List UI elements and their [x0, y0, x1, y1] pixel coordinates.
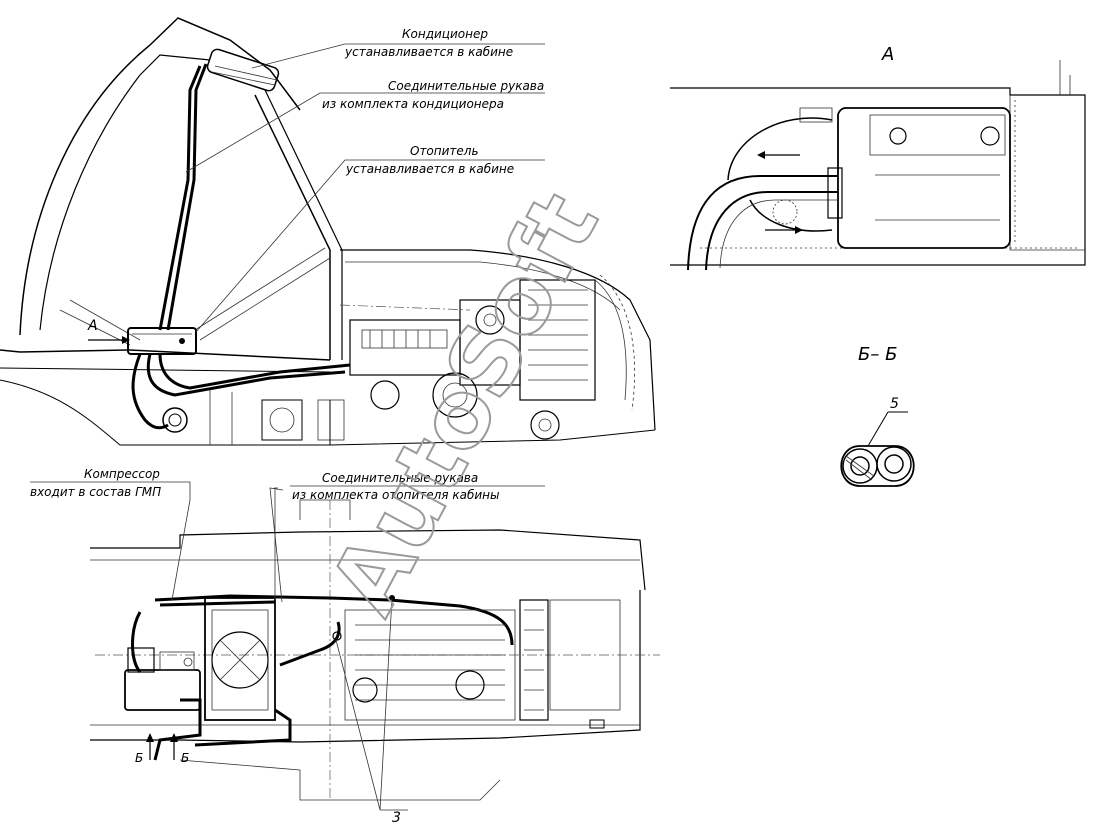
- bottom-leaders: [30, 481, 545, 811]
- top-leaders: [185, 43, 545, 333]
- plan-view: [90, 499, 660, 801]
- view-a-title: А: [881, 44, 894, 65]
- autosoft-watermark: AutoSoft: [310, 176, 619, 630]
- engine-side: [200, 249, 656, 446]
- callout-5: 5: [890, 396, 899, 412]
- heater-label-1: Отопитель: [410, 144, 479, 158]
- section-mark-left: Б: [135, 751, 143, 765]
- view-a: А: [670, 44, 1086, 271]
- section-b-b: Б– Б 5: [840, 344, 915, 487]
- conditioner-label-2: устанавливается в кабине: [344, 45, 513, 59]
- compressor-label-2: входит в состав ГМП: [30, 485, 161, 499]
- hoses-heater-label-2: из комплекта отопителя кабины: [292, 488, 499, 502]
- compressor-label-1: Компрессор: [84, 467, 160, 481]
- view-a-arrow-label: А: [87, 318, 98, 334]
- side-view-cab-engine: А: [0, 17, 656, 446]
- heater-label-2: устанавливается в кабине: [345, 162, 514, 176]
- hoses-heater-label-1: Соединительные рукава: [322, 471, 478, 485]
- hoses-ac-label-2: из комплекта кондиционера: [322, 97, 504, 111]
- section-title: Б– Б: [858, 344, 897, 365]
- section-mark-right: Б: [181, 751, 189, 765]
- callout-3: 3: [392, 810, 401, 826]
- conditioner-label-1: Кондиционер: [402, 27, 488, 41]
- hoses-ac-label-1: Соединительные рукава: [388, 79, 544, 93]
